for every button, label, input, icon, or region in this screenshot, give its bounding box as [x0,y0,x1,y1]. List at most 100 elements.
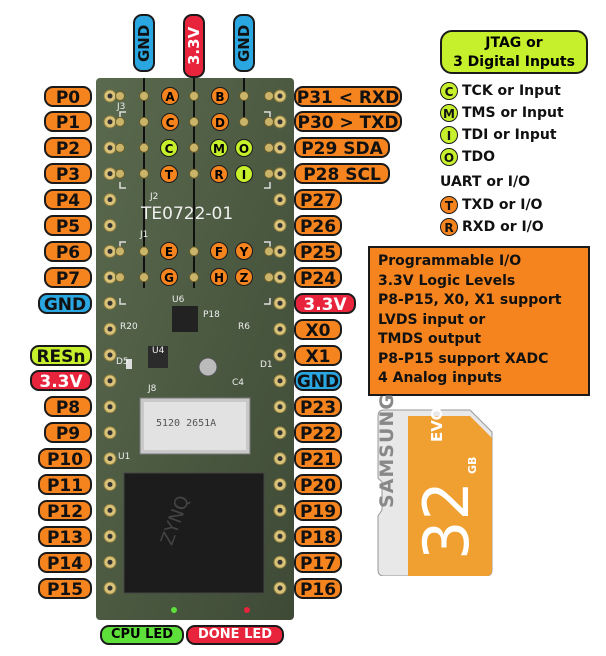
header-pad [264,116,274,127]
board-pad-hole [277,430,283,436]
header-pad [264,246,274,257]
board-pad-hole [277,171,283,177]
board-pad-hole [107,119,113,125]
right-pin-label: P18 [294,525,342,548]
io-box-line: 4 Analog inputs [378,370,502,386]
j1-outline [119,241,271,305]
header-pin-badge: F [210,242,228,261]
d5-led [126,359,132,369]
header-pad [239,116,249,127]
j3-label: J3 [117,102,126,112]
header-pin-badge: B [211,87,229,105]
top-power-label: 3.3V [183,14,205,78]
board-pad-hole [277,585,283,591]
right-pin-label: P22 [294,422,342,444]
board-pad-hole [277,456,283,462]
right-pin-label: 3.3V [294,292,356,315]
sd-slot-inner [144,402,246,450]
board-pad-hole [277,197,283,203]
jtag-line2: 3 Digital Inputs [453,54,575,70]
left-pin-label: P3 [44,163,92,185]
uart-title: UART or I/O [440,174,530,190]
right-pin-label: P17 [294,551,342,574]
header-pin-badge: C [161,112,179,131]
jtag-legend-badge: M [440,104,458,122]
header-pad [139,168,149,179]
board-pad-hole [107,171,113,177]
header-pad [139,142,149,153]
board-pad-hole [277,119,283,125]
header-pad [264,168,274,179]
header-pin-badge: G [160,268,178,287]
u4-chip [148,346,168,368]
left-pin-label: RESn [30,344,92,367]
zynq-chip [123,472,265,594]
done-led-dot [244,607,250,613]
header-pin-badge: Y [235,242,253,261]
board-pad-hole [107,430,113,436]
sd-brand: SAMSUNG [376,393,398,508]
cpu-led-dot [171,607,177,613]
header-pad [239,91,249,101]
left-pin-label: P13 [38,525,92,548]
microsd-card [377,409,493,576]
board-pad-hole [277,482,283,487]
sd-card-text: 5120 2651A [156,418,217,429]
left-pin-label: P1 [44,111,92,133]
j2-outline [119,111,271,189]
right-pin-label: P23 [294,396,342,418]
board-pad-hole [277,300,283,306]
right-pin-label: P30 > TXD [294,111,402,133]
left-pin-label: GND [38,292,92,315]
header-pin-badge: H [210,268,228,287]
left-pin-label: P14 [38,551,92,574]
left-pin-label: P7 [44,266,92,289]
board-pad-hole [107,274,113,280]
header-pad [189,116,199,127]
board-pad-hole [107,248,113,254]
left-pin-label: P4 [44,189,92,211]
header-pin-badge: M [210,138,228,157]
jtag-box: JTAG or 3 Digital Inputs [440,30,588,74]
header-pad [264,272,274,283]
io-box-line: Programmable I/O [378,253,522,269]
io-box-line: LVDS input or [378,311,486,328]
board-pad-hole [277,248,283,254]
header-pad [139,91,149,101]
header-pad [115,168,125,179]
io-box-line: TMDS output [378,331,482,347]
left-pin-label: P2 [44,137,92,159]
crystal [198,357,218,377]
r20-label: R20 [120,322,138,332]
io-box-line: P8-P15, X0, X1 support [378,292,562,308]
left-pin-label: P15 [38,577,92,600]
header-pad [189,91,199,101]
board-pad-hole [107,145,113,151]
board-pad-hole [277,93,283,99]
board-pad-hole [277,223,283,228]
jtag-legend-text: TDO [462,149,496,165]
right-pin-label: P16 [294,577,342,600]
board-pad-hole [107,404,113,410]
board-pad-hole [107,533,113,539]
header-pad [189,272,199,283]
header-pin-badge: C [160,138,178,157]
left-pin-label: 3.3V [30,370,92,392]
sd-unit: GB [466,456,479,474]
jtag-line1: JTAG or [485,35,543,51]
p18-label: P18 [203,310,220,320]
uart-legend-text: TXD or I/O [462,197,543,213]
j2-label: J2 [150,192,159,202]
header-pad [264,142,274,153]
board-pad-hole [277,533,283,539]
header-pin-badge: D [211,112,229,131]
board-pad-hole [277,274,283,280]
top-power-label: GND [133,14,155,72]
right-pin-label: P29 SDA [294,137,390,159]
jtag-legend-text: TCK or Input [462,83,561,99]
d1-label: D1 [260,360,273,370]
left-pin-label: P9 [44,422,92,444]
